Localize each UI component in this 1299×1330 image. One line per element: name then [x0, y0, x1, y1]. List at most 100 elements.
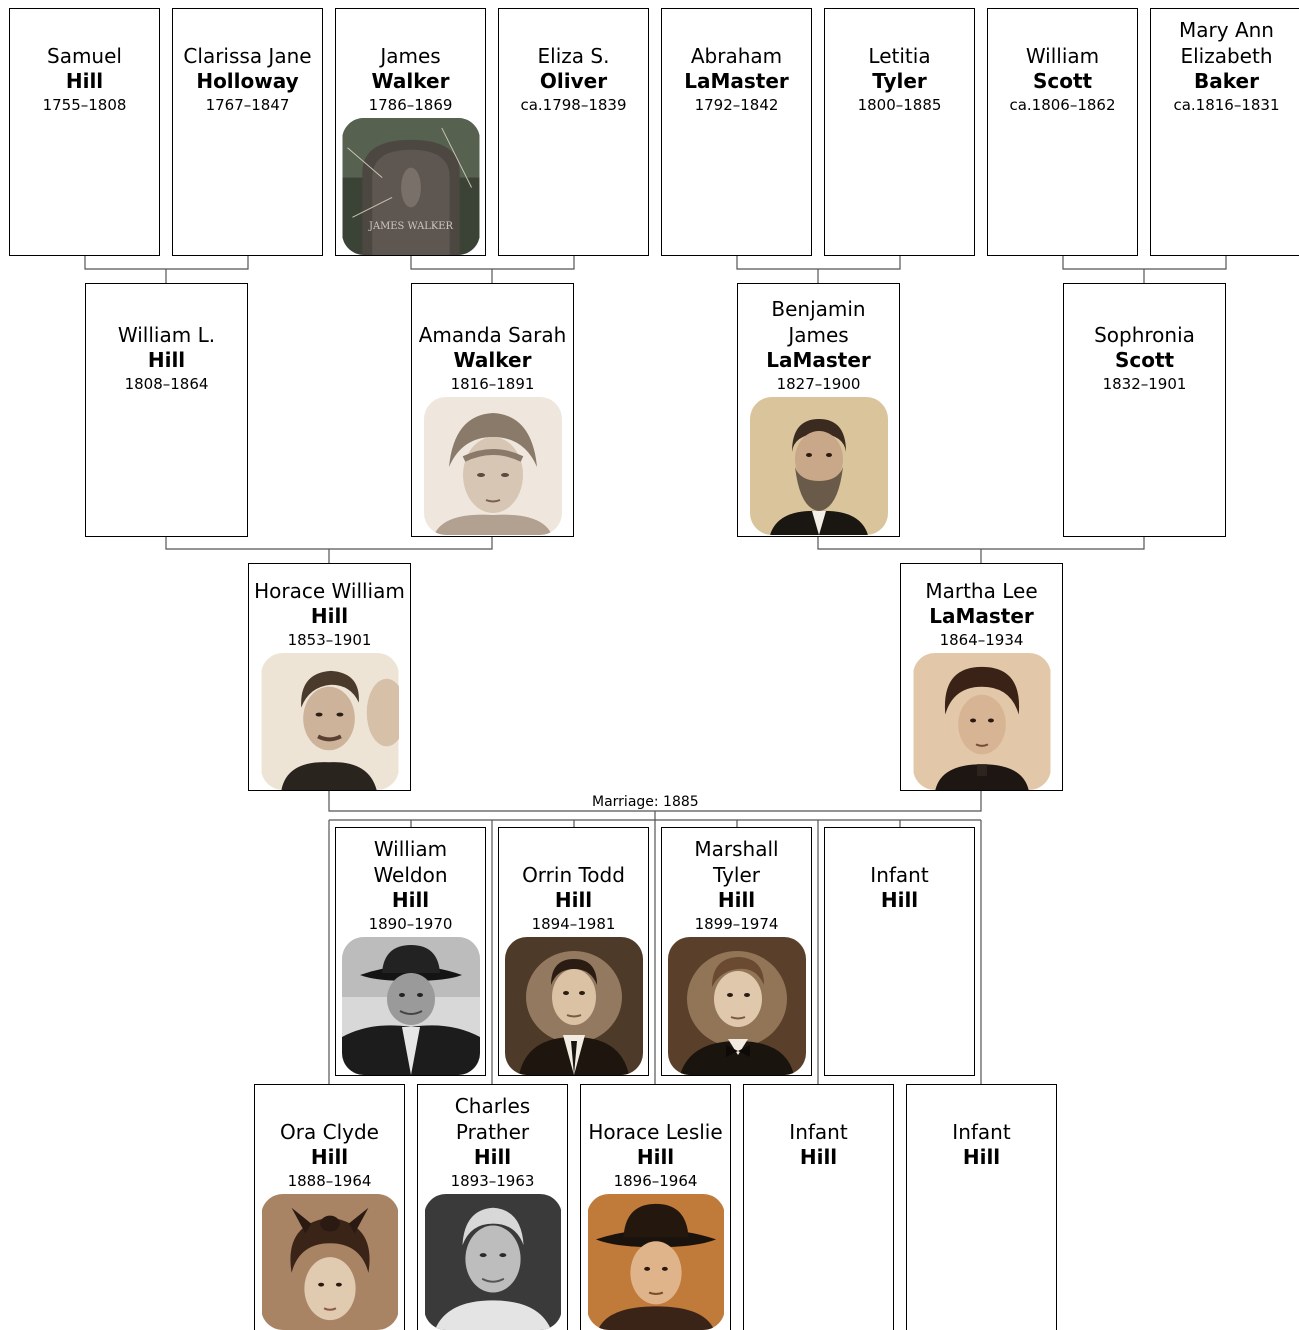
given-name: Ora Clyde: [280, 1120, 379, 1144]
person-amanda-walker[interactable]: Amanda Sarah Walker 1816–1891: [411, 283, 574, 537]
given-name: Mary Ann Elizabeth: [1179, 18, 1274, 68]
surname: Hill: [65, 69, 104, 93]
given-name: Sophronia: [1094, 323, 1195, 347]
life-dates: 1786–1869: [368, 96, 453, 114]
life-dates: 1894–1981: [531, 915, 616, 933]
person-eliza-oliver[interactable]: Eliza S. Oliver ca.1798–1839: [498, 8, 649, 256]
person-letitia-tyler[interactable]: Letitia Tyler 1800–1885: [824, 8, 975, 256]
given-name: William: [1025, 44, 1100, 68]
charles-portrait-photo: [424, 1194, 562, 1330]
given-name: Infant: [952, 1120, 1011, 1144]
surname: LaMaster: [929, 604, 1034, 628]
person-james-walker[interactable]: James Walker 1786–1869 JAMES WALKER: [335, 8, 486, 256]
given-name: Martha Lee: [925, 579, 1038, 603]
person-william-scott[interactable]: William Scott ca.1806–1862: [987, 8, 1138, 256]
orrin-portrait-photo: [504, 937, 643, 1075]
life-dates: 1800–1885: [857, 96, 942, 114]
bearded-man-portrait-icon: [749, 397, 888, 535]
girl-bow-portrait-icon: [261, 1194, 398, 1330]
man-hat-portrait-icon: [341, 937, 480, 1075]
person-william-weldon-hill[interactable]: William Weldon Hill 1890–1970: [335, 827, 486, 1076]
life-dates: 1767–1847: [205, 96, 290, 114]
svg-text:JAMES WALKER: JAMES WALKER: [368, 221, 453, 232]
person-marshall-hill[interactable]: Marshall Tyler Hill 1899–1974: [661, 827, 812, 1076]
surname: Hill: [799, 1145, 838, 1169]
man-fedora-portrait-icon: [587, 1194, 724, 1330]
person-benjamin-lamaster[interactable]: Benjamin James LaMaster 1827–1900: [737, 283, 900, 537]
life-dates: ca.1798–1839: [520, 96, 627, 114]
person-sophronia-scott[interactable]: Sophronia Scott 1832–1901: [1063, 283, 1226, 537]
life-dates: 1853–1901: [287, 631, 372, 649]
person-mary-baker[interactable]: Mary Ann Elizabeth Baker ca.1816–1831: [1150, 8, 1299, 256]
old-man-portrait-icon: [424, 1194, 561, 1330]
given-name: James: [380, 44, 441, 68]
gravestone-icon: JAMES WALKER: [342, 118, 479, 255]
surname: LaMaster: [766, 348, 871, 372]
given-name: Horace William: [254, 579, 405, 603]
person-abraham-lamaster[interactable]: Abraham LaMaster 1792–1842: [661, 8, 812, 256]
woman-bonnet-portrait-icon: [423, 397, 562, 535]
given-name: Marshall Tyler: [694, 837, 779, 887]
person-orrin-hill[interactable]: Orrin Todd Hill 1894–1981: [498, 827, 649, 1076]
surname: Hill: [310, 604, 349, 628]
given-name: Charles Prather: [454, 1094, 531, 1144]
person-samuel-hill[interactable]: Samuel Hill 1755–1808: [9, 8, 160, 256]
horace-william-portrait-photo: [261, 653, 399, 790]
surname: Scott: [1114, 348, 1175, 372]
given-name: Clarissa Jane: [183, 44, 312, 68]
william-weldon-portrait-photo: [341, 937, 480, 1075]
surname: Hill: [554, 888, 593, 912]
surname: LaMaster: [684, 69, 789, 93]
young-man-portrait-icon: [504, 937, 643, 1075]
person-horace-william-hill[interactable]: Horace William Hill 1853–1901: [248, 563, 411, 791]
person-infant-3[interactable]: Infant Hill: [906, 1084, 1057, 1330]
life-dates: 1890–1970: [368, 915, 453, 933]
person-infant-2[interactable]: Infant Hill: [743, 1084, 894, 1330]
life-dates: ca.1816–1831: [1173, 96, 1280, 114]
marriage-label: Marriage: 1885: [590, 794, 701, 810]
horace-leslie-portrait-photo: [587, 1194, 725, 1330]
given-name: William L.: [117, 323, 216, 347]
benjamin-portrait-photo: [749, 397, 888, 535]
life-dates: 1816–1891: [450, 375, 535, 393]
given-name: Benjamin James: [771, 297, 866, 347]
person-charles-hill[interactable]: Charles Prather Hill 1893–1963: [417, 1084, 568, 1330]
surname: Hill: [310, 1145, 349, 1169]
surname: Walker: [453, 348, 532, 372]
person-infant-1[interactable]: Infant Hill: [824, 827, 975, 1076]
person-clarissa-holloway[interactable]: Clarissa Jane Holloway 1767–1847: [172, 8, 323, 256]
person-martha-lamaster[interactable]: Martha Lee LaMaster 1864–1934: [900, 563, 1063, 791]
given-name: Horace Leslie: [588, 1120, 723, 1144]
surname: Oliver: [539, 69, 608, 93]
ora-portrait-photo: [261, 1194, 399, 1330]
given-name: Orrin Todd: [522, 863, 625, 887]
life-dates: 1888–1964: [287, 1172, 372, 1190]
surname: Hill: [147, 348, 186, 372]
given-name: Eliza S.: [537, 44, 610, 68]
given-name: Samuel: [47, 44, 122, 68]
person-ora-hill[interactable]: Ora Clyde Hill 1888–1964: [254, 1084, 405, 1330]
gravestone-photo: JAMES WALKER: [342, 118, 480, 255]
woman-portrait-icon: [913, 653, 1050, 790]
surname: Baker: [1194, 69, 1259, 93]
person-william-l-hill[interactable]: William L. Hill 1808–1864: [85, 283, 248, 537]
marshall-portrait-photo: [667, 937, 806, 1075]
man-portrait-icon: [261, 653, 399, 790]
life-dates: 1808–1864: [124, 375, 209, 393]
surname: Hill: [717, 888, 756, 912]
given-name: Infant: [870, 863, 929, 887]
given-name: Infant: [789, 1120, 848, 1144]
given-name: Abraham: [690, 44, 783, 68]
life-dates: ca.1806–1862: [1009, 96, 1116, 114]
surname: Hill: [391, 888, 430, 912]
given-name: William Weldon: [373, 837, 448, 887]
person-horace-leslie-hill[interactable]: Horace Leslie Hill 1896–1964: [580, 1084, 731, 1330]
life-dates: 1864–1934: [939, 631, 1024, 649]
life-dates: 1896–1964: [613, 1172, 698, 1190]
surname: Walker: [371, 69, 450, 93]
life-dates: 1755–1808: [42, 96, 127, 114]
life-dates: 1899–1974: [694, 915, 779, 933]
surname: Hill: [473, 1145, 512, 1169]
